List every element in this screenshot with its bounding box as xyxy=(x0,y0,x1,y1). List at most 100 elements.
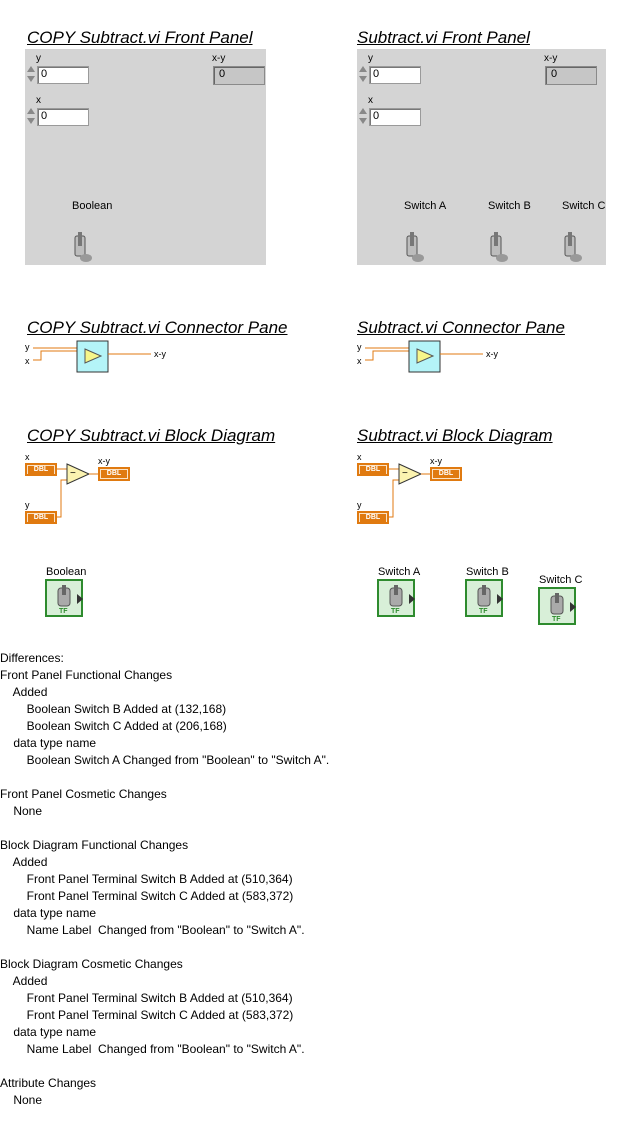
tf-label: TF xyxy=(479,608,488,615)
subtract-operator[interactable]: − xyxy=(402,468,408,479)
diff-line: Name Label Changed from "Boolean" to "Sw… xyxy=(0,923,305,937)
x-numeric-control[interactable]: 0 xyxy=(37,108,89,126)
connector-y-label: y xyxy=(357,342,362,352)
diff-line xyxy=(0,820,631,837)
diff-line: Differences: xyxy=(0,651,64,665)
right-front-panel-title: Subtract.vi Front Panel xyxy=(357,28,530,47)
block-x-label: x xyxy=(25,452,30,462)
terminal-toggle-icon xyxy=(550,593,564,615)
diff-line: data type name xyxy=(0,1025,97,1039)
subtract-operator[interactable]: − xyxy=(70,468,76,479)
xy-label: x-y xyxy=(212,53,226,64)
x-spinner-icon[interactable] xyxy=(358,107,368,125)
switch-c-toggle-icon[interactable] xyxy=(561,230,583,264)
switch-b-toggle-icon[interactable] xyxy=(487,230,509,264)
connector-wires xyxy=(365,340,483,373)
diff-line: Added xyxy=(0,685,48,699)
diff-line: Front Panel Terminal Switch B Added at (… xyxy=(0,872,293,886)
connector-xy-label: x-y xyxy=(154,349,166,359)
diff-line: Front Panel Cosmetic Changes xyxy=(0,787,167,801)
terminal-arrow-icon xyxy=(409,594,415,604)
x-dbl-terminal[interactable]: DBL xyxy=(25,463,57,476)
boolean-terminal-label: Boolean xyxy=(46,566,87,578)
diff-line xyxy=(0,939,631,956)
left-block-diagram: x DBL y DBL − x-y DBL xyxy=(25,450,145,530)
differences-report: Differences: Front Panel Functional Chan… xyxy=(0,650,631,1109)
terminal-arrow-icon xyxy=(77,594,83,604)
boolean-terminal[interactable]: TF xyxy=(45,579,83,617)
diff-line: None xyxy=(0,804,43,818)
diff-line: Front Panel Terminal Switch B Added at (… xyxy=(0,991,293,1005)
right-block-diagram: x DBL y DBL − x-y DBL xyxy=(357,450,477,530)
boolean-switch-label: Boolean xyxy=(72,200,113,212)
terminal-toggle-icon xyxy=(477,585,491,607)
terminal-toggle-icon xyxy=(57,585,71,607)
terminal-arrow-icon xyxy=(497,594,503,604)
tf-label: TF xyxy=(391,608,400,615)
y-label: y xyxy=(36,53,41,64)
switch-b-terminal-label: Switch B xyxy=(466,566,509,578)
block-xy-label: x-y xyxy=(430,456,442,466)
toggle-switch-icon[interactable] xyxy=(71,230,93,264)
diff-line: Boolean Switch A Changed from "Boolean" … xyxy=(0,753,330,767)
switch-b-terminal[interactable]: TF xyxy=(465,579,503,617)
left-block-title: COPY Subtract.vi Block Diagram xyxy=(27,426,276,445)
block-y-label: y xyxy=(357,500,362,510)
connector-x-label: x xyxy=(25,356,30,366)
tf-label: TF xyxy=(552,616,561,623)
diff-line: Added xyxy=(0,974,48,988)
xy-numeric-indicator: 0 xyxy=(213,66,265,85)
y-numeric-control[interactable]: 0 xyxy=(369,66,421,84)
switch-a-label: Switch A xyxy=(404,200,447,212)
terminal-toggle-icon xyxy=(389,585,403,607)
x-numeric-control[interactable]: 0 xyxy=(369,108,421,126)
diff-line: Block Diagram Cosmetic Changes xyxy=(0,957,183,971)
diff-line: Attribute Changes xyxy=(0,1076,97,1090)
switch-a-toggle-icon[interactable] xyxy=(403,230,425,264)
y-spinner-icon[interactable] xyxy=(26,65,36,83)
x-label: x xyxy=(368,95,373,106)
switch-b-label: Switch B xyxy=(488,200,531,212)
xy-dbl-indicator-terminal[interactable]: DBL xyxy=(98,467,130,481)
x-spinner-icon[interactable] xyxy=(26,107,36,125)
x-dbl-terminal[interactable]: DBL xyxy=(357,463,389,476)
left-connector-pane: y x x-y xyxy=(25,340,185,374)
right-connector-pane: y x x-y xyxy=(357,340,517,374)
switch-a-terminal-label: Switch A xyxy=(378,566,421,578)
switch-a-terminal[interactable]: TF xyxy=(377,579,415,617)
block-wires xyxy=(57,463,98,518)
diff-line: Added xyxy=(0,855,48,869)
terminal-arrow-icon xyxy=(570,602,576,612)
block-x-label: x xyxy=(357,452,362,462)
block-xy-label: x-y xyxy=(98,456,110,466)
right-front-panel: y 0 x 0 x-y 0 Switch A Switch B Switch C xyxy=(357,49,606,265)
connector-x-label: x xyxy=(357,356,362,366)
y-spinner-icon[interactable] xyxy=(358,65,368,83)
xy-label: x-y xyxy=(544,53,558,64)
y-numeric-control[interactable]: 0 xyxy=(37,66,89,84)
xy-dbl-indicator-terminal[interactable]: DBL xyxy=(430,467,462,481)
diff-line: Block Diagram Functional Changes xyxy=(0,838,189,852)
diff-line: data type name xyxy=(0,906,97,920)
y-dbl-terminal[interactable]: DBL xyxy=(357,511,389,524)
diff-line: Front Panel Terminal Switch C Added at (… xyxy=(0,889,294,903)
right-block-title: Subtract.vi Block Diagram xyxy=(357,426,553,445)
y-dbl-terminal[interactable]: DBL xyxy=(25,511,57,524)
connector-xy-label: x-y xyxy=(486,349,498,359)
right-connector-title: Subtract.vi Connector Pane xyxy=(357,318,565,337)
switch-c-terminal-label: Switch C xyxy=(539,574,583,586)
switch-c-label: Switch C xyxy=(562,200,606,212)
block-y-label: y xyxy=(25,500,30,510)
connector-y-label: y xyxy=(25,342,30,352)
diff-line: Front Panel Functional Changes xyxy=(0,668,173,682)
left-front-panel-title: COPY Subtract.vi Front Panel xyxy=(27,28,253,47)
left-front-panel: y 0 x 0 x-y 0 Boolean xyxy=(25,49,266,265)
diff-line: None xyxy=(0,1093,43,1107)
x-label: x xyxy=(36,95,41,106)
diff-line: data type name xyxy=(0,736,97,750)
block-wires xyxy=(389,463,430,518)
tf-label: TF xyxy=(59,608,68,615)
switch-c-terminal[interactable]: TF xyxy=(538,587,576,625)
diff-line: Front Panel Terminal Switch C Added at (… xyxy=(0,1008,294,1022)
xy-numeric-indicator: 0 xyxy=(545,66,597,85)
